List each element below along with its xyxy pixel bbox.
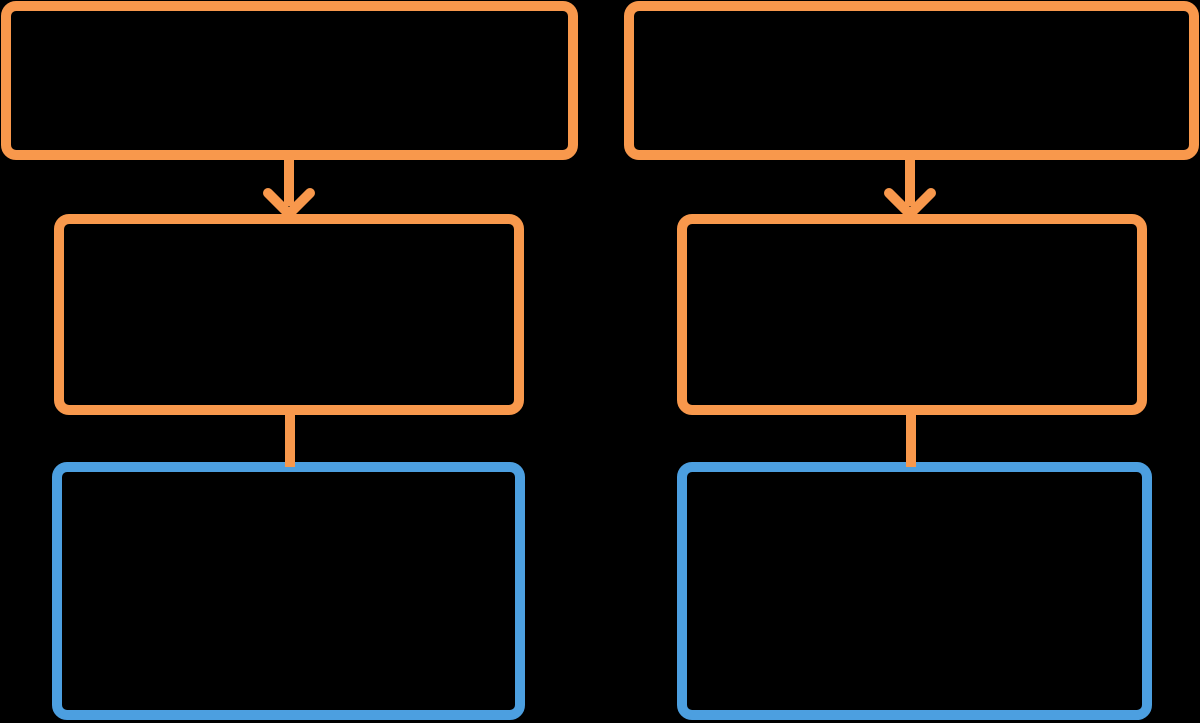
connector-right-arrow-arrowhead-icon [884, 188, 936, 219]
node-left-top [1, 1, 578, 160]
node-right-top [624, 1, 1199, 160]
node-right-middle [677, 214, 1147, 415]
connector-left-arrow-arrowhead-icon [263, 188, 315, 219]
